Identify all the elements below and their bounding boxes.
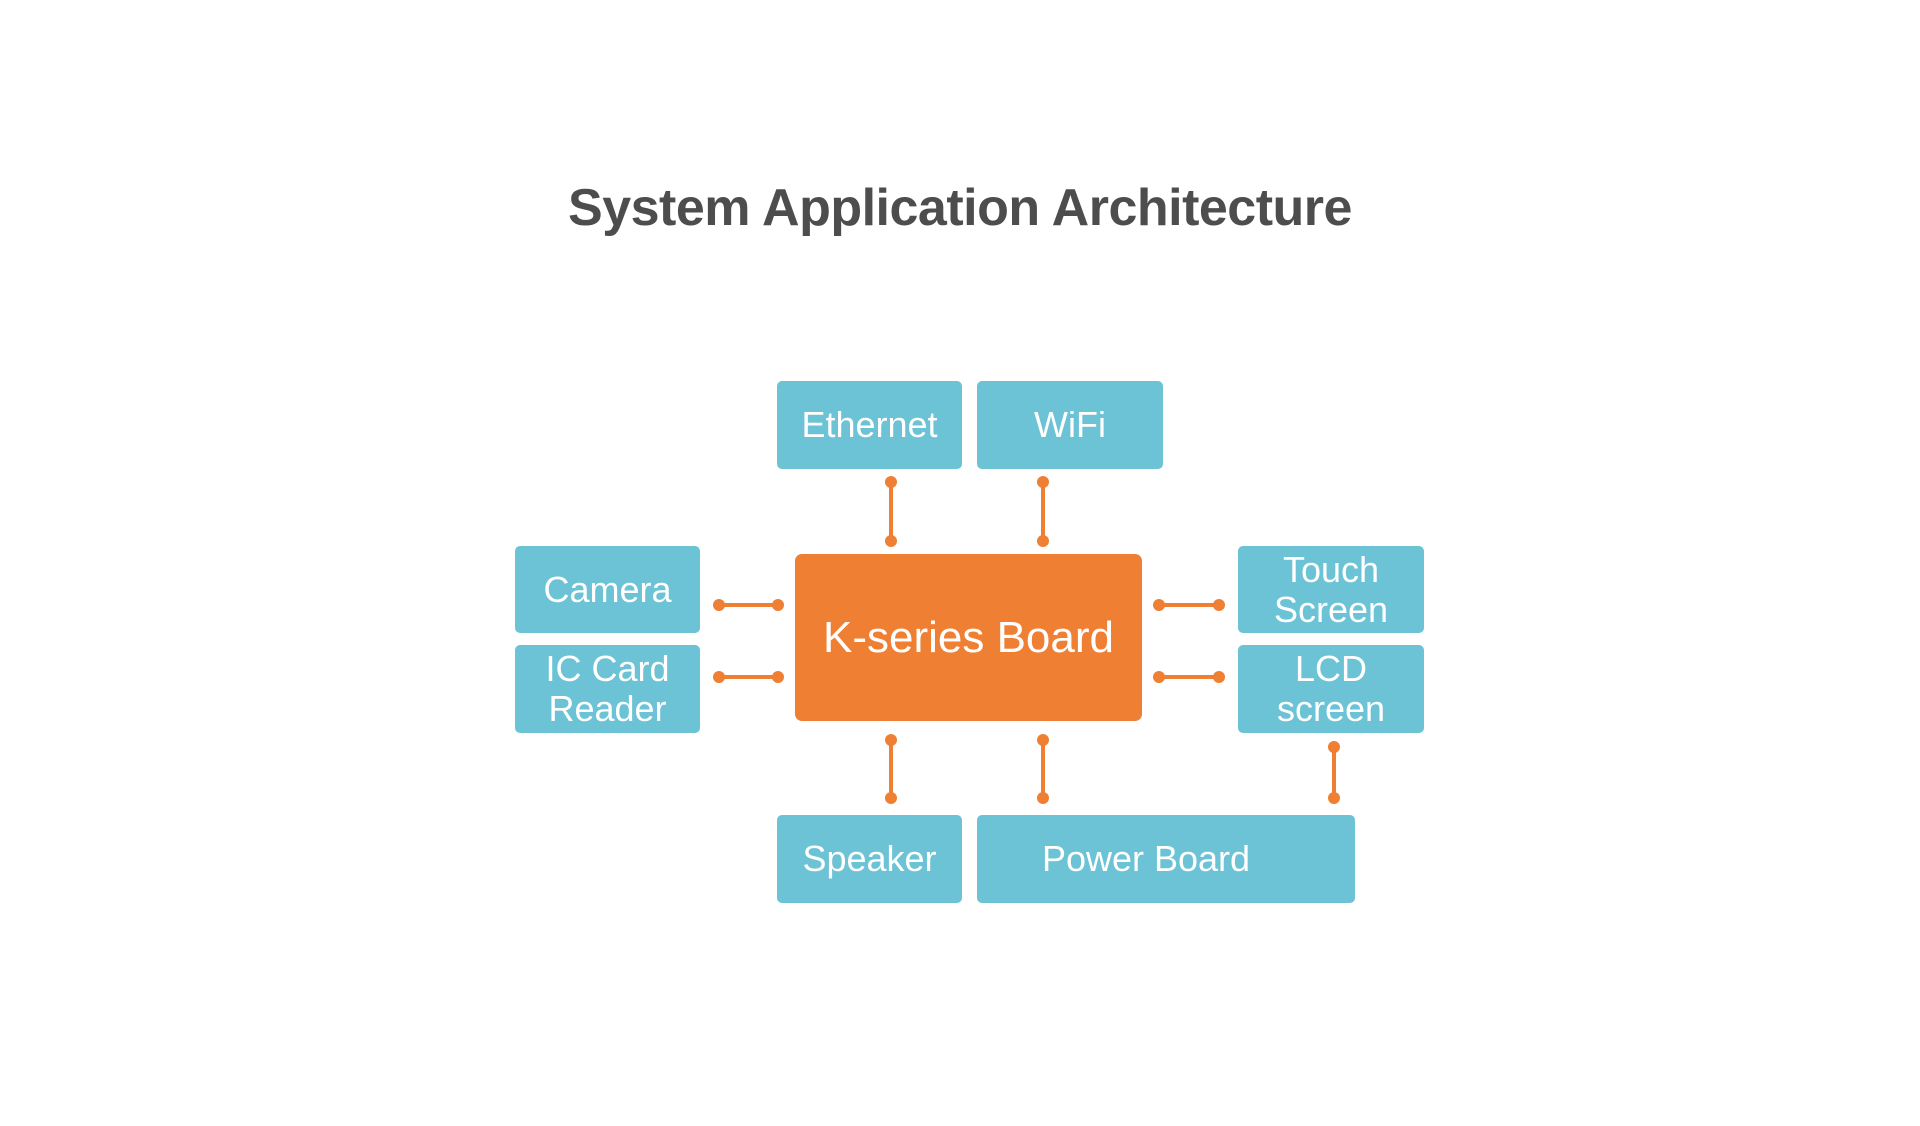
node-power-board-label: Power Board — [1041, 838, 1251, 879]
connector-endpoint — [885, 476, 897, 488]
connector-endpoint — [1037, 734, 1049, 746]
connector-endpoint — [1328, 741, 1340, 753]
node-camera: Camera — [515, 546, 700, 633]
node-ic-card-reader: IC Card Reader — [515, 645, 700, 733]
connector-ethernet-core — [885, 476, 897, 547]
connector-endpoint — [1328, 792, 1340, 804]
node-k-series-board: K-series Board — [795, 554, 1142, 721]
connector-endpoint — [713, 599, 725, 611]
connector-endpoint — [885, 734, 897, 746]
connector-endpoint — [1153, 671, 1165, 683]
connector-endpoint — [885, 792, 897, 804]
node-ethernet: Ethernet — [777, 381, 962, 469]
connector-endpoint — [1037, 792, 1049, 804]
node-lcd-screen: LCD screen — [1238, 645, 1424, 733]
node-wifi-label: WiFi — [1034, 404, 1106, 445]
node-touch-screen-label: Touch Screen — [1273, 548, 1389, 630]
connector-endpoint — [713, 671, 725, 683]
connector-touch_screen-core — [1153, 599, 1225, 611]
connector-endpoint — [1213, 599, 1225, 611]
connector-camera-core — [713, 599, 784, 611]
connector-endpoint — [1037, 535, 1049, 547]
connector-wifi-core — [1037, 476, 1049, 547]
node-ethernet-label: Ethernet — [801, 404, 938, 445]
connector-endpoint — [885, 535, 897, 547]
node-ic-card-reader-label: IC Card Reader — [545, 648, 670, 729]
node-k-series-board-label: K-series Board — [822, 612, 1114, 662]
connector-speaker-core — [885, 734, 897, 804]
node-camera-label: Camera — [543, 568, 672, 610]
node-speaker: Speaker — [777, 815, 962, 903]
node-lcd-screen-label: LCD screen — [1276, 648, 1386, 729]
connector-endpoint — [1153, 599, 1165, 611]
connector-endpoint — [1037, 476, 1049, 488]
connector-power_board-core — [1037, 734, 1049, 804]
node-wifi: WiFi — [977, 381, 1163, 469]
node-speaker-label: Speaker — [802, 838, 937, 879]
connector-endpoint — [1213, 671, 1225, 683]
connector-endpoint — [772, 671, 784, 683]
connector-lcd_screen-power_board — [1328, 741, 1340, 804]
node-touch-screen: Touch Screen — [1238, 546, 1424, 633]
connector-ic_card_reader-core — [713, 671, 784, 683]
connector-lcd_screen-core — [1153, 671, 1225, 683]
node-power-board: Power Board — [977, 815, 1355, 903]
diagram-title: System Application Architecture — [568, 179, 1352, 237]
connector-endpoint — [772, 599, 784, 611]
